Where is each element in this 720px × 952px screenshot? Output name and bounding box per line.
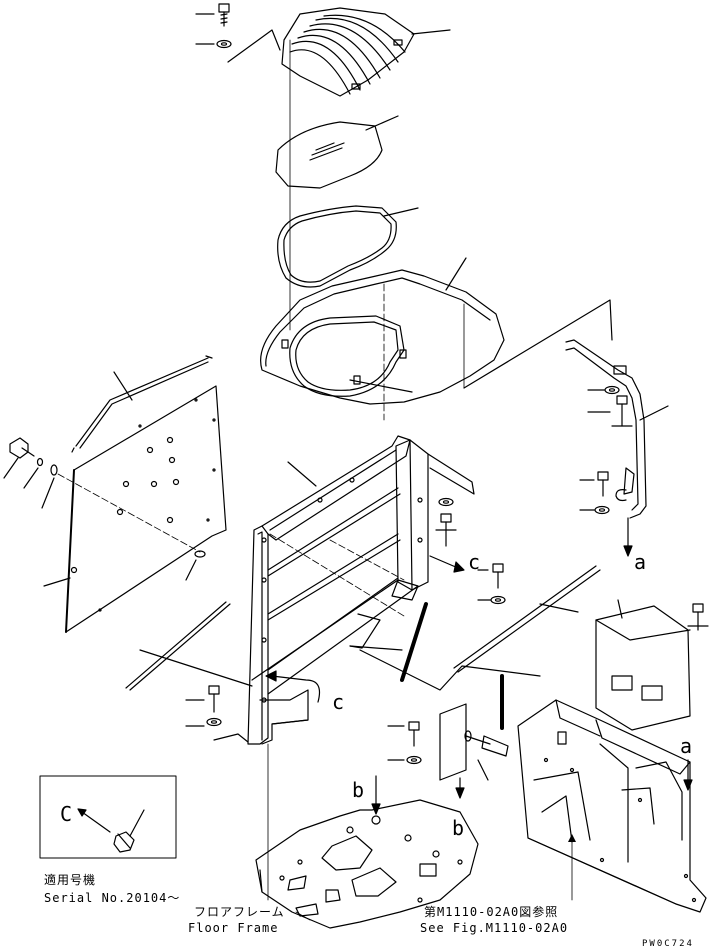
left-glass-panel-icon bbox=[43, 385, 227, 633]
left-long-rod-icon bbox=[125, 601, 253, 691]
marker-a-console: a bbox=[680, 734, 693, 758]
roof-glass-icon bbox=[275, 115, 399, 189]
side-bolt-c-icon bbox=[477, 563, 506, 605]
strip-leader-line bbox=[349, 645, 403, 651]
see-ref-jp: 第M1110-02A0図参照 bbox=[424, 905, 559, 919]
left-side-fasteners bbox=[3, 437, 206, 581]
post-bolt-icon bbox=[435, 513, 457, 547]
cab-frame-icon bbox=[247, 435, 475, 745]
marker-b-floor: b bbox=[352, 778, 365, 802]
clip-washer-icon bbox=[579, 505, 633, 557]
left-top-rod-icon bbox=[71, 355, 213, 453]
lower-left-bolt-icon bbox=[185, 685, 249, 743]
marker-c-right: c bbox=[468, 550, 481, 574]
mid-bracket-icon bbox=[387, 703, 509, 799]
see-ref-en: See Fig.M1110-02A0 bbox=[420, 921, 569, 935]
console-bolt-icon bbox=[687, 603, 709, 631]
handrail-washer-icon bbox=[587, 385, 620, 395]
handrail-bolt-icon bbox=[587, 395, 633, 427]
strip-leader-line bbox=[359, 649, 541, 691]
right-long-rod-icon bbox=[453, 565, 601, 673]
marker-c-inset: C bbox=[60, 802, 73, 826]
marker-c-left: c bbox=[332, 690, 345, 714]
inset-bolt-icon bbox=[39, 775, 177, 859]
drawing-code: PW0C724 bbox=[642, 939, 694, 949]
roof-seal-icon bbox=[277, 205, 419, 288]
right-console-icon bbox=[517, 699, 707, 913]
arrow-c-right-icon bbox=[429, 555, 465, 573]
top-washer-icon bbox=[195, 39, 232, 49]
arrow-c-left-icon bbox=[265, 670, 321, 703]
floor-frame-icon bbox=[255, 775, 479, 929]
bolt-leader-line bbox=[227, 29, 281, 63]
clip-bolt-icon bbox=[579, 467, 635, 502]
post-washer-icon bbox=[438, 497, 454, 507]
roof-cover-icon bbox=[281, 7, 451, 97]
marker-a-right: a bbox=[634, 550, 647, 574]
hidden-line bbox=[329, 539, 405, 581]
console-cover-icon bbox=[595, 599, 691, 731]
floor-leader bbox=[295, 911, 311, 921]
floor-frame-en: Floor Frame bbox=[188, 921, 279, 935]
marker-b-bracket: b bbox=[452, 816, 465, 840]
hidden-line bbox=[269, 533, 405, 617]
seal-strip-icon bbox=[400, 602, 428, 682]
roof-leader-line bbox=[463, 299, 613, 389]
serial-note-label: 適用号機 bbox=[44, 873, 97, 887]
right-handrail-icon bbox=[565, 339, 669, 519]
serial-note-value: Serial No.20104～ bbox=[44, 891, 181, 905]
top-bolt-icon bbox=[195, 3, 230, 27]
roof-frame-icon bbox=[260, 257, 505, 421]
floor-frame-jp: フロアフレーム bbox=[194, 905, 285, 919]
